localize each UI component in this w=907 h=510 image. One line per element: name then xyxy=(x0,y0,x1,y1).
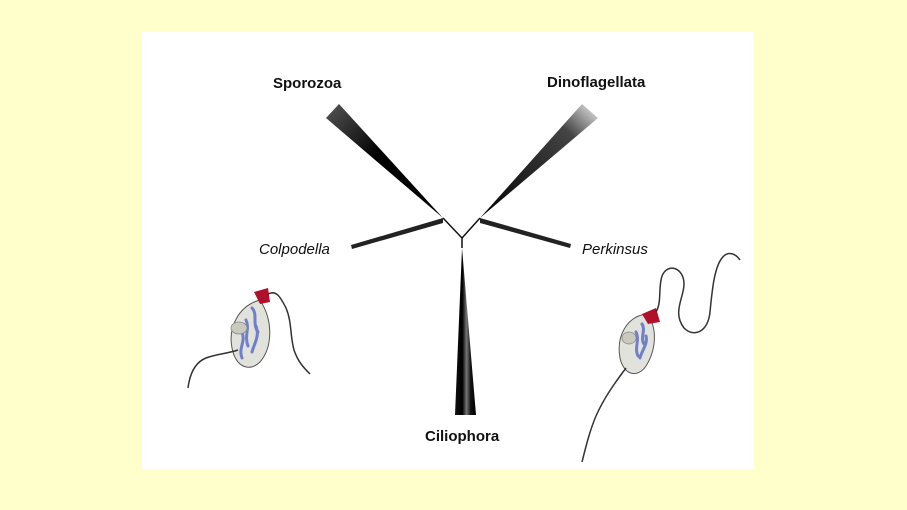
ciliophora-label: Ciliophora xyxy=(425,428,500,445)
tree-stem-right xyxy=(461,217,481,239)
ciliophora-branch xyxy=(455,248,476,415)
dinoflagellata-branch xyxy=(480,104,598,218)
tree-stem-left xyxy=(442,217,463,248)
perkinsus-branch xyxy=(480,218,571,248)
sporozoa-label: Sporozoa xyxy=(273,75,342,92)
sporozoa-branch xyxy=(326,104,443,218)
colpodella-branch xyxy=(351,218,443,249)
dinoflagellata-label: Dinoflagellata xyxy=(547,74,646,91)
colpodella-label: Colpodella xyxy=(259,241,330,258)
colpodella-cell-icon xyxy=(187,288,311,389)
figure-panel: Sporozoa Dinoflagellata Colpodella Perki… xyxy=(142,32,754,469)
perkinsus-cell-icon xyxy=(581,252,741,463)
perkinsus-label: Perkinsus xyxy=(582,241,648,258)
phylogenetic-tree xyxy=(187,104,741,463)
